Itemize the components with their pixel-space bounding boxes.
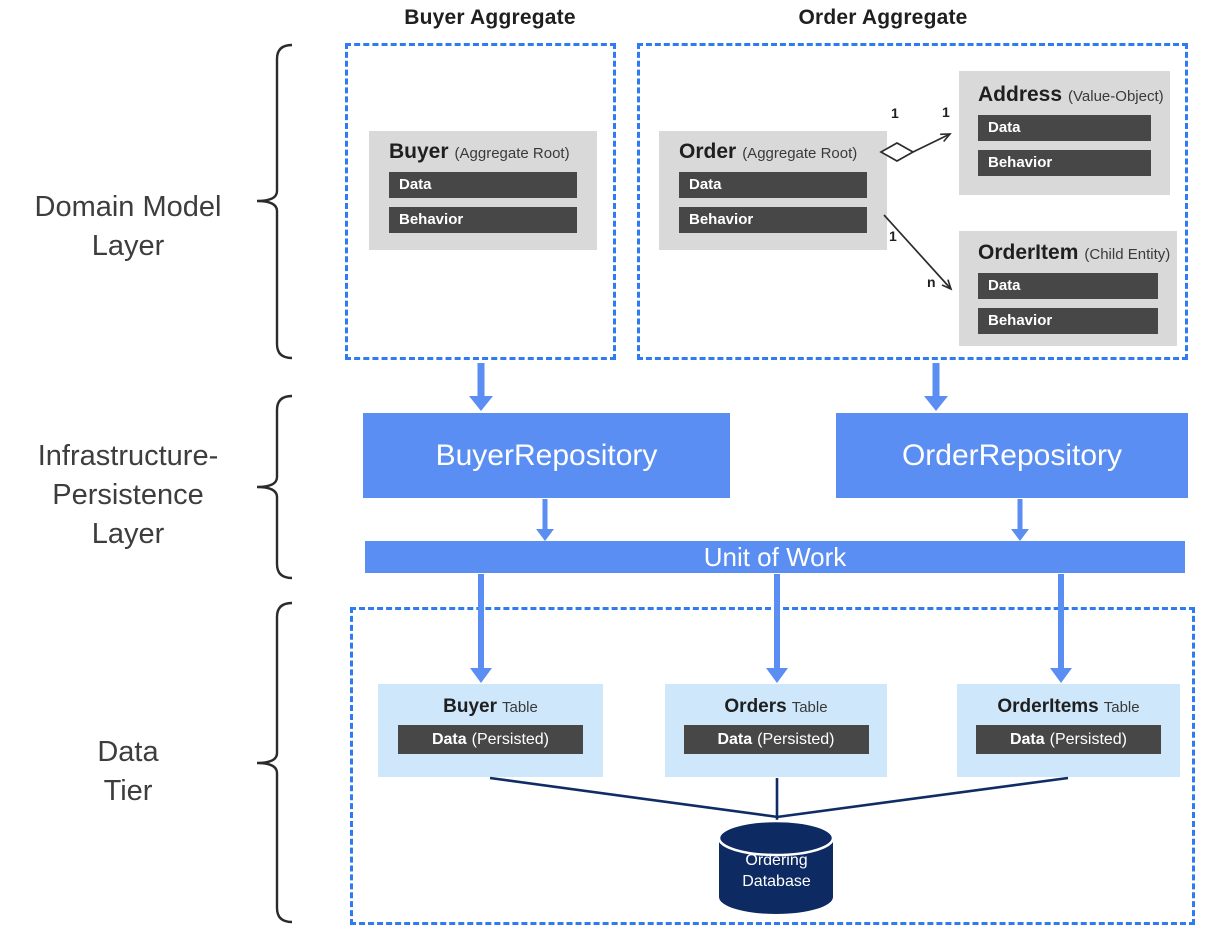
infrastructure-layer-brace: [256, 394, 293, 580]
unit-of-work-label: Unit of Work: [703, 541, 847, 572]
orderitem-data-bar: Data: [978, 273, 1158, 299]
orderitem-behavior-bar: Behavior: [978, 308, 1158, 334]
infrastructure-persistence-layer-label: Infrastructure- Persistence Layer: [0, 437, 256, 554]
domain-model-layer-label-line1: Domain Model: [34, 191, 222, 223]
ordering-database-label: Ordering Database: [719, 850, 834, 892]
buyer-aggregate-title: Buyer Aggregate: [404, 6, 576, 29]
order-entity-card: Order (Aggregate Root) Data Behavior: [659, 131, 887, 250]
orderitems-table-suffix: Table: [1103, 699, 1140, 716]
order-aggregate-to-repository-arrow: [924, 363, 948, 411]
order-address-source-multiplicity: 1: [891, 105, 899, 121]
order-repository-to-uow-arrow: [1011, 499, 1029, 541]
buyer-table-data-label: Data: [431, 731, 467, 748]
buyer-entity-name: Buyer: [389, 140, 449, 163]
orders-table-suffix: Table: [791, 699, 828, 716]
domain-layer-brace: [256, 43, 293, 360]
orderitem-name: OrderItem: [978, 241, 1079, 264]
address-data-bar: Data: [978, 115, 1151, 141]
address-valueobject-card: Address (Value-Object) Data Behavior: [959, 71, 1170, 195]
domain-model-layer-label-line2: Layer: [91, 230, 165, 262]
infrastructure-layer-label-line2: Persistence: [52, 479, 204, 511]
order-aggregate-title: Order Aggregate: [798, 6, 968, 29]
data-tier-label-line1: Data: [97, 736, 159, 768]
order-entity-name: Order: [679, 140, 737, 163]
address-name: Address: [978, 83, 1063, 106]
orderitems-table-data-label: Data: [1009, 731, 1045, 748]
order-orderitem-target-multiplicity: n: [927, 274, 936, 290]
order-data-bar: Data: [679, 172, 867, 198]
order-repository-box: OrderRepository: [836, 413, 1188, 498]
data-tier-brace: [256, 601, 293, 924]
buyer-entity-card: Buyer (Aggregate Root) Data Behavior: [369, 131, 597, 250]
buyer-repository-to-uow-arrow: [536, 499, 554, 541]
buyer-table-persisted-label: (Persisted): [471, 731, 550, 748]
buyer-aggregate-boundary: [345, 43, 616, 360]
orders-table-persisted-label: (Persisted): [757, 731, 835, 748]
ordering-database-label-line1: Ordering: [745, 852, 808, 869]
ordering-database-label-line2: Database: [742, 873, 811, 890]
order-aggregate-boundary: [637, 43, 1188, 360]
address-stereotype: (Value-Object): [1068, 88, 1164, 105]
order-repository-label: OrderRepository: [901, 438, 1123, 472]
orders-table-data-bar: Data(Persisted): [683, 725, 869, 754]
buyer-behavior-bar: Behavior: [389, 207, 577, 233]
buyer-table-suffix: Table: [502, 699, 538, 716]
unit-of-work-bar: Unit of Work: [365, 541, 1185, 573]
orders-table-data-label: Data: [717, 731, 753, 748]
order-orderitem-source-multiplicity: 1: [889, 228, 897, 244]
orderitems-table-data-bar: Data(Persisted): [976, 725, 1161, 754]
orderitem-title: OrderItem (Child Entity): [978, 241, 1170, 265]
order-address-target-multiplicity: 1: [942, 104, 950, 120]
domain-model-layer-label: Domain Model Layer: [0, 188, 256, 266]
orderitem-entity-card: OrderItem (Child Entity) Data Behavior: [959, 231, 1177, 346]
buyer-aggregate-to-repository-arrow: [469, 363, 493, 411]
order-entity-title: Order (Aggregate Root): [679, 140, 867, 164]
orders-table-name: Orders: [724, 696, 787, 717]
order-entity-stereotype: (Aggregate Root): [742, 145, 858, 162]
address-title: Address (Value-Object): [978, 83, 1164, 107]
data-tier-label-line2: Tier: [103, 775, 153, 807]
address-behavior-bar: Behavior: [978, 150, 1151, 176]
orderitems-table-name: OrderItems: [997, 696, 1099, 717]
buyer-data-bar: Data: [389, 172, 577, 198]
buyer-table-title: Buyer Table: [378, 696, 603, 718]
buyer-table-data-bar: Data(Persisted): [398, 725, 583, 754]
infrastructure-layer-label-line3: Layer: [91, 518, 165, 550]
buyer-table-card: Buyer Table Data(Persisted): [378, 684, 603, 777]
data-tier-boundary: [350, 607, 1195, 925]
orderitem-stereotype: (Child Entity): [1084, 246, 1171, 263]
orderitems-table-persisted-label: (Persisted): [1049, 731, 1128, 748]
order-behavior-bar: Behavior: [679, 207, 867, 233]
buyer-repository-box: BuyerRepository: [363, 413, 730, 498]
infrastructure-layer-label-line1: Infrastructure-: [37, 440, 219, 472]
buyer-repository-label: BuyerRepository: [435, 438, 658, 472]
buyer-entity-title: Buyer (Aggregate Root): [389, 140, 577, 164]
data-tier-label: Data Tier: [0, 733, 256, 811]
buyer-table-name: Buyer: [443, 696, 497, 717]
buyer-entity-stereotype: (Aggregate Root): [454, 145, 570, 162]
